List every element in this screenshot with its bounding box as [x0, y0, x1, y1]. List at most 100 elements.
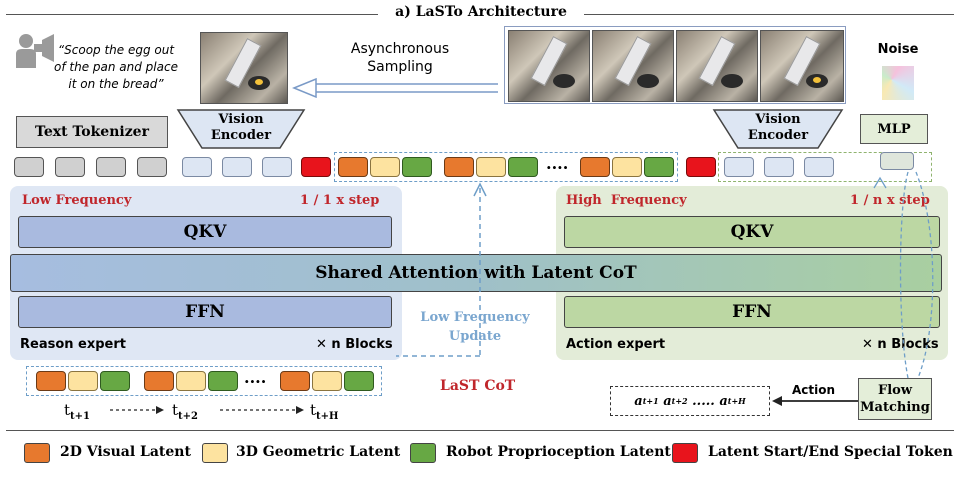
vision-encoder-left-line-1: Vision [218, 112, 264, 127]
instruction-line-3: it on the bread” [68, 77, 164, 91]
legend-label-special: Latent Start/End Special Token [708, 444, 953, 460]
time-step-1: tt+1 [64, 401, 90, 422]
time-arrow-2 [220, 406, 304, 414]
text-token [96, 157, 126, 177]
n-blocks-right: ✕ n Blocks [862, 337, 939, 352]
vision-token [222, 157, 252, 177]
cot-geometric-token [312, 371, 342, 391]
vision-encoder-right-shape [712, 109, 844, 149]
action-a3: a [719, 393, 728, 409]
proprio-latent-token [402, 157, 432, 177]
legend-swatch-visual [24, 443, 50, 463]
flow-feedback-curves [873, 171, 934, 379]
time-t: t [64, 401, 71, 419]
vision-encoder-right-label: Vision Encoder [732, 112, 824, 144]
current-frame-image [200, 32, 288, 104]
time-arrow-1 [110, 406, 164, 414]
vision-token [804, 157, 834, 177]
geometric-latent-token [612, 157, 642, 177]
cot-proprio-token [100, 371, 130, 391]
time-sub-3: t+H [316, 411, 339, 422]
async-line-1: Asynchronous [350, 41, 450, 57]
ffn-left: FFN [18, 296, 392, 328]
cot-geometric-token [68, 371, 98, 391]
low-frequency-step: 1 / 1 x step [300, 193, 380, 208]
low-frequency-update-arrow [396, 182, 487, 357]
instruction-text: “Scoop the egg out of the pan and place … [46, 42, 186, 93]
text-token [14, 157, 44, 177]
frame-image-1 [508, 30, 590, 102]
cot-geometric-token [176, 371, 206, 391]
vision-encoder-left-label: Vision Encoder [196, 112, 286, 144]
visual-latent-token [580, 157, 610, 177]
frame-image-3 [676, 30, 758, 102]
action-sub-2: t+2 [671, 396, 688, 406]
visual-latent-token [338, 157, 368, 177]
action-a1: a [634, 393, 643, 409]
legend-swatch-special [672, 443, 698, 463]
action-tokens-dashed-box [718, 152, 932, 182]
vision-token [764, 157, 794, 177]
action-a2: a [663, 393, 672, 409]
proprio-latent-token [508, 157, 538, 177]
noise-action-token [880, 152, 914, 170]
noise-image [882, 66, 914, 100]
cot-visual-token [280, 371, 310, 391]
async-line-2: Sampling [367, 59, 433, 75]
n-blocks-left: ✕ n Blocks [316, 337, 393, 352]
vision-token [724, 157, 754, 177]
time-t: t [310, 401, 317, 419]
frame-sequence-box [504, 26, 846, 104]
ffn-right: FFN [564, 296, 940, 328]
action-dots: ..... [692, 393, 715, 409]
legend-label-visual: 2D Visual Latent [60, 444, 191, 460]
vision-token [262, 157, 292, 177]
title-rule-left [6, 14, 378, 15]
mlp-box: MLP [860, 114, 928, 144]
low-frequency-update-line-1: Low Frequency [420, 310, 530, 325]
flow-matching-line-2: Matching [860, 400, 930, 415]
legend-swatch-proprio [410, 443, 436, 463]
last-cot-dashed-box [26, 366, 382, 396]
vision-encoder-right-line-1: Vision [755, 112, 801, 127]
vision-token [182, 157, 212, 177]
latent-start-token [301, 157, 331, 177]
qkv-right: QKV [564, 216, 940, 248]
high-frequency-step: 1 / n x step [850, 193, 930, 208]
vision-encoder-left-line-2: Encoder [210, 128, 272, 143]
geometric-latent-token [370, 157, 400, 177]
instruction-line-2: of the pan and place [54, 60, 178, 74]
cot-visual-token [36, 371, 66, 391]
time-t: t [172, 401, 179, 419]
action-label: Action [792, 383, 836, 397]
diagram-title: a) LaSTo Architecture [395, 4, 567, 20]
visual-latent-token [444, 157, 474, 177]
low-frequency-update-line-2: Update [448, 329, 502, 344]
legend-top-rule [6, 430, 954, 431]
cot-proprio-token [208, 371, 238, 391]
text-token [55, 157, 85, 177]
action-sub-3: t+H [727, 396, 746, 406]
latent-end-token [686, 157, 716, 177]
legend-label-proprio: Robot Proprioception Latent [446, 444, 671, 460]
async-sampling-arrow [292, 78, 498, 98]
token-ellipsis: .... [546, 154, 569, 173]
text-tokenizer-box: Text Tokenizer [16, 116, 168, 148]
action-sub-1: t+1 [642, 396, 659, 406]
shared-attention-bar: Shared Attention with Latent CoT [10, 254, 942, 292]
flow-matching-box: Flow Matching [858, 378, 932, 420]
title-rule-right [584, 14, 954, 15]
proprio-latent-token [644, 157, 674, 177]
high-frequency-label: High Frequency [566, 193, 687, 208]
cot-ellipsis: .... [244, 368, 267, 387]
action-arrow [772, 396, 858, 406]
time-sub-2: t+2 [178, 411, 198, 422]
text-token [137, 157, 167, 177]
qkv-left: QKV [18, 216, 392, 248]
vision-encoder-right-line-2: Encoder [747, 128, 809, 143]
time-step-2: tt+2 [172, 401, 198, 422]
cot-proprio-token [344, 371, 374, 391]
last-cot-label: LaST CoT [440, 378, 516, 394]
frame-image-2 [592, 30, 674, 102]
